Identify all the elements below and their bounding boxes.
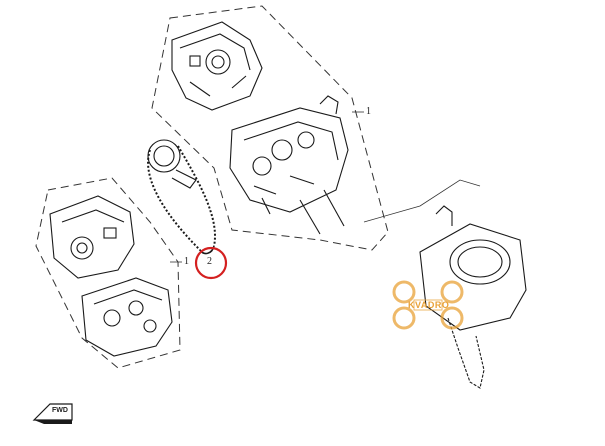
- cylinder-head-upper: [229, 95, 349, 235]
- fwd-arrow-icon: [32, 403, 73, 424]
- cylinder-link-line: [363, 179, 481, 223]
- valve-cover-lower: [49, 195, 135, 279]
- lower-group-outline: [35, 177, 181, 369]
- valve-cover-upper: [171, 21, 263, 111]
- chain-highlight-circle: [194, 246, 228, 280]
- cylinder-head-lower: [81, 277, 173, 357]
- fwd-label: FWD: [52, 407, 68, 414]
- callout-chain: 2: [207, 256, 212, 267]
- cam-chain-assembly: [147, 139, 216, 255]
- cylinder-block: [419, 205, 527, 389]
- upper-group-outline: [151, 5, 389, 251]
- callout-upper-group: 1: [366, 106, 371, 117]
- watermark-logo: [392, 280, 464, 330]
- watermark-text: KVADRO: [408, 300, 450, 310]
- callout-lower-group: 1: [184, 256, 189, 267]
